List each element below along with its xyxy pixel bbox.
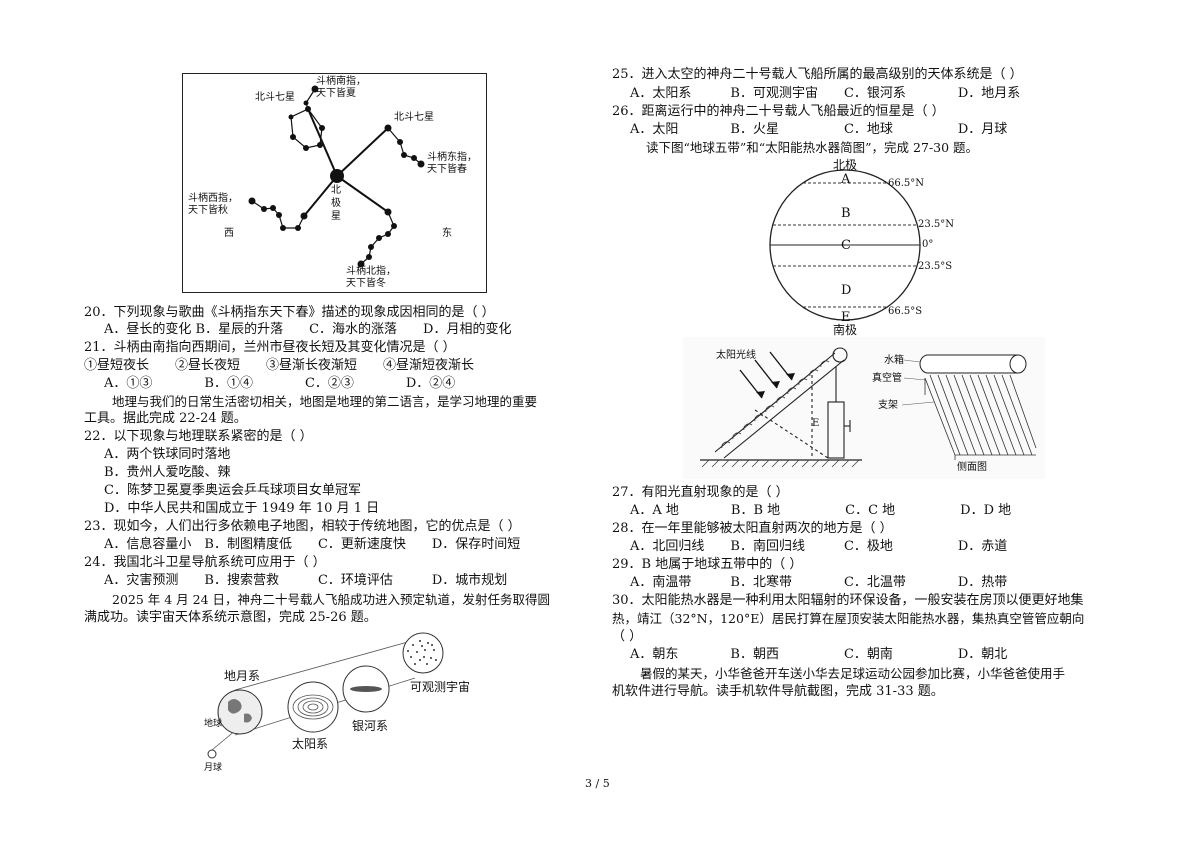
- q26-stem: 26．距离运行中的神舟二十号载人飞船最近的恒星是（ ）: [612, 104, 945, 119]
- lat-665n-label: 66.5°N: [888, 178, 925, 189]
- q30-stem-line2: 热，靖江（32°N，120°E）居民打算在屋顶安装太阳能热水器，集热真空管管应朝…: [612, 611, 1085, 626]
- water-tank-label: 水箱: [884, 355, 904, 366]
- q30-stem-line3: （ ）: [612, 629, 643, 644]
- intro-27: 读下图“地球五带”和“太阳能热水器简图”，完成 27-30 题。: [646, 140, 979, 155]
- earth-moon-label: 地月系: [224, 669, 261, 683]
- zone-d-label: D: [841, 283, 852, 298]
- vacuum-tube-label: 真空管: [872, 373, 902, 384]
- q29-stem: 29．B 地属于地球五带中的（ ）: [612, 557, 803, 572]
- q22-option-d: D．中华人民共和国成立于 1949 年 10 月 1 日: [104, 501, 380, 516]
- q22-option-c: C．陈梦卫冕夏季奥运会乒乓球项目女单冠军: [104, 483, 361, 498]
- zone-a-label: A: [841, 172, 851, 187]
- lat-665s-label: 66.5°S: [888, 306, 923, 317]
- ladle-west-label-b: 天下皆秋: [188, 205, 228, 216]
- zone-b-label: B: [841, 206, 851, 221]
- q25-stem: 25．进入太空的神舟二十号载人飞船所属的最高级别的天体系统是（ ）: [612, 67, 1023, 82]
- earth-label: 地球: [204, 719, 223, 729]
- q20-stem: 20．下列现象与歌曲《斗柄指东天下春》描述的现象成因相同的是（ ）: [84, 305, 495, 320]
- intro-22-line2: 工具。据此完成 22-24 题。: [84, 411, 247, 426]
- zone-c-label: C: [841, 238, 851, 253]
- ladle-north-label-a: 斗柄北指，: [346, 266, 396, 277]
- side-view-label: 侧面图: [957, 462, 987, 473]
- q27-options: A．A 地 B．B 地 C．C 地 D．D 地: [630, 503, 1012, 518]
- ladle-south-label-b: 天下皆夏: [316, 88, 356, 99]
- q22-option-a: A．两个铁球同时落地: [104, 447, 231, 462]
- ladle-east-label-a: 斗柄东指，: [427, 152, 477, 163]
- stand-label: 支架: [878, 400, 898, 411]
- lat-0-label: 0°: [922, 239, 934, 250]
- q21-options: A．①③ B．①④ C．②③ D．②④: [104, 376, 456, 391]
- q24-options: A．灾害预测 B．搜索营救 C．环境评估 D．城市规划: [104, 573, 508, 588]
- galaxy-label: 银河系: [352, 719, 389, 733]
- ladle-west-label-a: 斗柄西指，: [188, 193, 238, 204]
- lat-235n-label: 23.5°N: [918, 219, 955, 230]
- intro-31-line2: 机软件进行导航。读手机软件导航截图，完成 31-33 题。: [612, 684, 944, 699]
- e-label: E: [812, 418, 820, 429]
- moon-label: 月球: [204, 763, 223, 773]
- q30-stem-line1: 30．太阳能热水器是一种利用太阳辐射的环保设备，一般安装在房顶以便更好地集: [612, 593, 1084, 608]
- q22-stem: 22．以下现象与地理联系紧密的是（ ）: [84, 429, 313, 444]
- south-pole-label: 南极: [833, 323, 858, 337]
- q28-options: A．北回归线 B．南回归线 C．极地 D．赤道: [630, 539, 1008, 554]
- q25-options: A．太阳系 B．可观测宇宙 C．银河系 D．地月系: [630, 86, 1021, 101]
- page-number: 3 / 5: [585, 777, 610, 790]
- q23-stem: 23．现如今，人们出行多依赖电子地图，相较于传统地图，它的优点是（ ）: [84, 519, 521, 534]
- intro-31-line1: 暑假的某天，小华爸爸开车送小华去足球运动公园参加比赛，小华爸爸使用手: [640, 666, 1066, 681]
- north-pole-label: 北极: [833, 158, 858, 172]
- north-star-label: 北 极 星: [331, 185, 341, 222]
- q21-stem: 21．斗柄由南指向西期间，兰州市昼夜长短及其变化情况是（ ）: [84, 340, 456, 355]
- q29-options: A．南温带 B．北寒带 C．北温带 D．热带: [630, 575, 1008, 590]
- dipper-figure: [182, 73, 487, 293]
- east-label: 东: [442, 228, 452, 239]
- intro-25-line2: 满成功。读宇宙天体系统示意图，完成 25-26 题。: [84, 610, 377, 625]
- sunlight-label: 太阳光线: [716, 350, 756, 361]
- solar-system-label: 太阳系: [292, 737, 329, 751]
- lat-235s-label: 23.5°S: [918, 261, 953, 272]
- dipper-label-right: 北斗七星: [394, 112, 434, 123]
- observable-universe-label: 可观测宇宙: [410, 680, 471, 694]
- dipper-label-left: 北斗七星: [255, 92, 295, 103]
- q27-stem: 27．有阳光直射现象的是（ ）: [612, 485, 789, 500]
- q30-options: A．朝东 B．朝西 C．朝南 D．朝北: [630, 647, 1008, 662]
- q26-options: A．太阳 B．火星 C．地球 D．月球: [630, 122, 1008, 137]
- ladle-north-label-b: 天下皆冬: [346, 278, 386, 289]
- q24-stem: 24．我国北斗卫星导航系统可应用于（ ）: [84, 555, 326, 570]
- zone-e-label: E: [841, 310, 851, 325]
- ladle-south-label-a: 斗柄南指，: [316, 76, 366, 87]
- west-label: 西: [224, 228, 234, 239]
- ladle-east-label-b: 天下皆春: [427, 164, 467, 175]
- q23-options: A．信息容量小 B．制图精度低 C．更新速度快 D．保存时间短: [104, 537, 521, 552]
- q21-items: ①昼短夜长 ②昼长夜短 ③昼渐长夜渐短 ④昼渐短夜渐长: [84, 358, 475, 373]
- intro-22-line1: 地理与我们的日常生活密切相关，地图是地理的第二语言，是学习地理的重要: [112, 394, 538, 409]
- q20-options: A．昼长的变化 B．星辰的升落 C．海水的涨落 D．月相的变化: [104, 322, 512, 337]
- q28-stem: 28．在一年里能够被太阳直射两次的地方是（ ）: [612, 521, 893, 536]
- intro-25-line1: 2025 年 4 月 24 日，神舟二十号载人飞船成功进入预定轨道，发射任务取得…: [112, 592, 551, 607]
- q22-option-b: B．贵州人爱吃酸、辣: [104, 465, 231, 480]
